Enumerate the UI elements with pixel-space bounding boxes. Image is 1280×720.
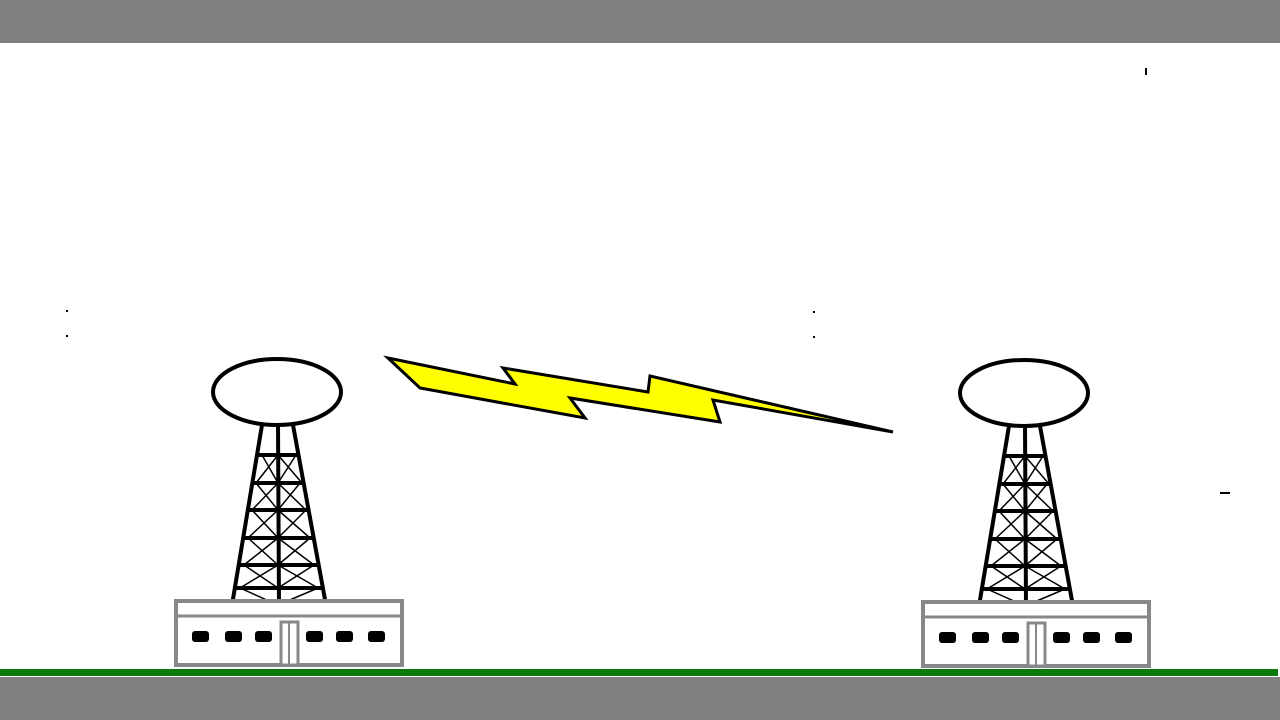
letterbox-bottom xyxy=(0,677,1280,720)
right-tower xyxy=(921,358,1151,668)
ground-line xyxy=(0,669,1278,676)
stray-dots xyxy=(66,68,1230,494)
letterbox-top xyxy=(0,0,1280,43)
left-tower xyxy=(174,357,404,667)
lightning-bolt-icon xyxy=(383,355,894,434)
